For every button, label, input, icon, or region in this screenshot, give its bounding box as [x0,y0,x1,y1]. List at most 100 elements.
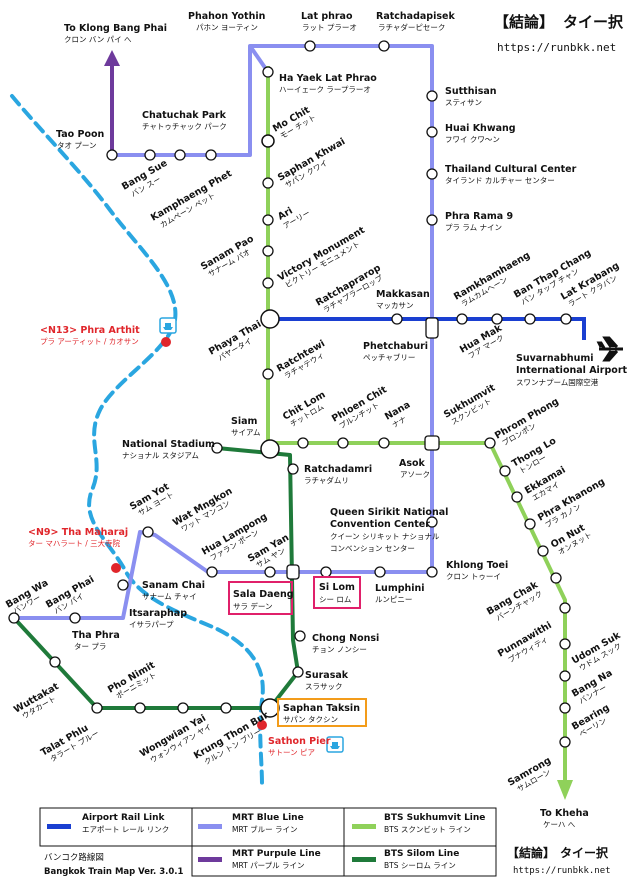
station-dot [294,630,306,642]
label-en: National Stadium [122,439,215,450]
legend-mrt-blue-en: MRT Blue Line [232,813,304,823]
logo-url[interactable]: https://runbkk.net [497,41,616,54]
station-dot [262,177,274,189]
pier-label-jp: サトーン ピア [268,748,315,757]
label-en: Ratchadapisek [376,11,455,22]
label-en: Huai Khwang [445,123,516,134]
label-en: Lat phrao [301,11,353,22]
label-jp: アソーク [400,470,430,479]
label-en: Si Lom [319,582,355,593]
station-dot [484,437,496,449]
station-dot [220,702,232,714]
station-dot [374,566,386,578]
label-en: Saphan Khwai [276,136,347,183]
label-jp: タオ プーン [57,141,97,150]
label-en: Ha Yaek Lat Phrao [279,73,377,84]
label-jp: マッカサン [376,301,414,310]
footer-logo-brackets: 【結論】 [507,845,555,860]
label-jp: プラ ラム ナイン [445,223,502,232]
station-dot [559,602,571,614]
label-jp: ラット プラーオ [302,23,357,32]
label-en: Phahon Yothin [188,11,266,22]
station-dot [91,702,103,714]
label-en: Ratchadamri [304,464,372,475]
label-jp: サナーム チャイ [142,592,197,601]
station-dot [262,368,274,380]
label-jp: ナショナル スタジアム [122,451,199,460]
legend: Airport Rail Link エアポート レール リンク MRT Blue… [39,807,497,877]
station-dot [499,465,511,477]
station-dot [205,149,217,161]
station-dot [174,149,186,161]
legend-bts-sukhumvit-jp: BTS スクンビット ライン [384,825,471,834]
station-dot [378,40,390,52]
label-jp: サラ デーン [233,601,273,611]
station-dot [426,126,438,138]
label-en2: Convention Center [330,519,430,530]
label-en: Sala Daeng [233,589,294,600]
label-en: Thailand Cultural Center [445,164,577,175]
label-jp: サパン タクシン [283,715,338,724]
legend-mrt-purple-jp: MRT パープル ライン [232,861,305,870]
label-en: Khlong Toei [446,560,508,571]
sukhumvit-line-arrowhead [557,780,573,800]
si-lom-interchange [286,564,300,580]
station-dot [378,437,390,449]
station-dot [426,168,438,180]
station-dot [304,40,316,52]
legend-mrt-blue-jp: MRT ブルー ライン [232,824,298,834]
station-dot [337,437,349,449]
purple-line-arrowhead [104,50,120,66]
station-dot [511,491,523,503]
legend-bts-silom-jp: BTS シーロム ライン [384,861,456,870]
pier-marker [111,563,121,573]
station-dots [8,40,572,748]
footer-logo-url[interactable]: https://runbkk.net [513,866,611,876]
label-jp: ラチャダムリ [304,475,349,485]
interchange-dot [261,134,275,148]
legend-swatch-airport [47,824,71,829]
station-dot [69,612,81,624]
label-jp2: コンベンション センター [330,544,415,553]
legend-bts-silom-en: BTS Silom Line [384,849,459,859]
legend-bts-sukhumvit-en: BTS Sukhumvit Line [384,813,485,823]
label-en: Lumphini [375,583,425,594]
station-dot [559,670,571,682]
station-dot [49,656,61,668]
label-en: Saphan Taksin [283,703,360,714]
label-jp: イサラパープ [129,620,174,629]
station-dot [297,437,309,449]
label-jp: クイーン シリキット ナショナル [330,532,440,541]
station-dot [106,149,118,161]
si-lom-highlight [313,576,361,609]
label-jp: ペッチャブリー [363,352,415,362]
label-jp: スワンナプーム国際空港 [516,377,599,387]
map-title-jp: バンコク路線図 [44,852,104,863]
pier-marker [257,720,267,730]
label-en: Sanam Chai [142,580,205,591]
legend-swatch-bts-silom [352,857,376,862]
pier-labels: <N13> Phra Arthit プラ アーティット / カオサン <N9> … [28,325,331,757]
pier-label-en: <N13> Phra Arthit [40,325,140,336]
interchange-dots [260,134,280,718]
legend-airport-en: Airport Rail Link [82,813,166,823]
label-en: Siam [231,416,258,427]
phetchaburi-interchange [425,317,439,339]
pier-label-jp: プラ アーティット / カオサン [40,337,139,346]
legend-swatch-mrt-purple [198,857,222,862]
saphan-taksin-highlight [277,698,367,727]
asok-interchange [424,435,440,451]
label-en: Chatuchak Park [142,110,227,121]
logo-name: タイー択 [563,13,624,31]
legend-mrt-purple-en: MRT Purpule Line [232,849,321,859]
station-dot [426,214,438,226]
footer-logo-name: タイー択 [560,845,609,860]
station-dot [559,736,571,748]
station-dot [292,666,304,678]
label-en: Victory Monument [276,225,367,284]
station-dot [262,214,274,226]
map-title-en: Bangkok Train Map Ver. 3.0.1 [44,867,184,877]
label-jp: ラチャダーピセーク [378,22,445,32]
station-dot [426,566,438,578]
